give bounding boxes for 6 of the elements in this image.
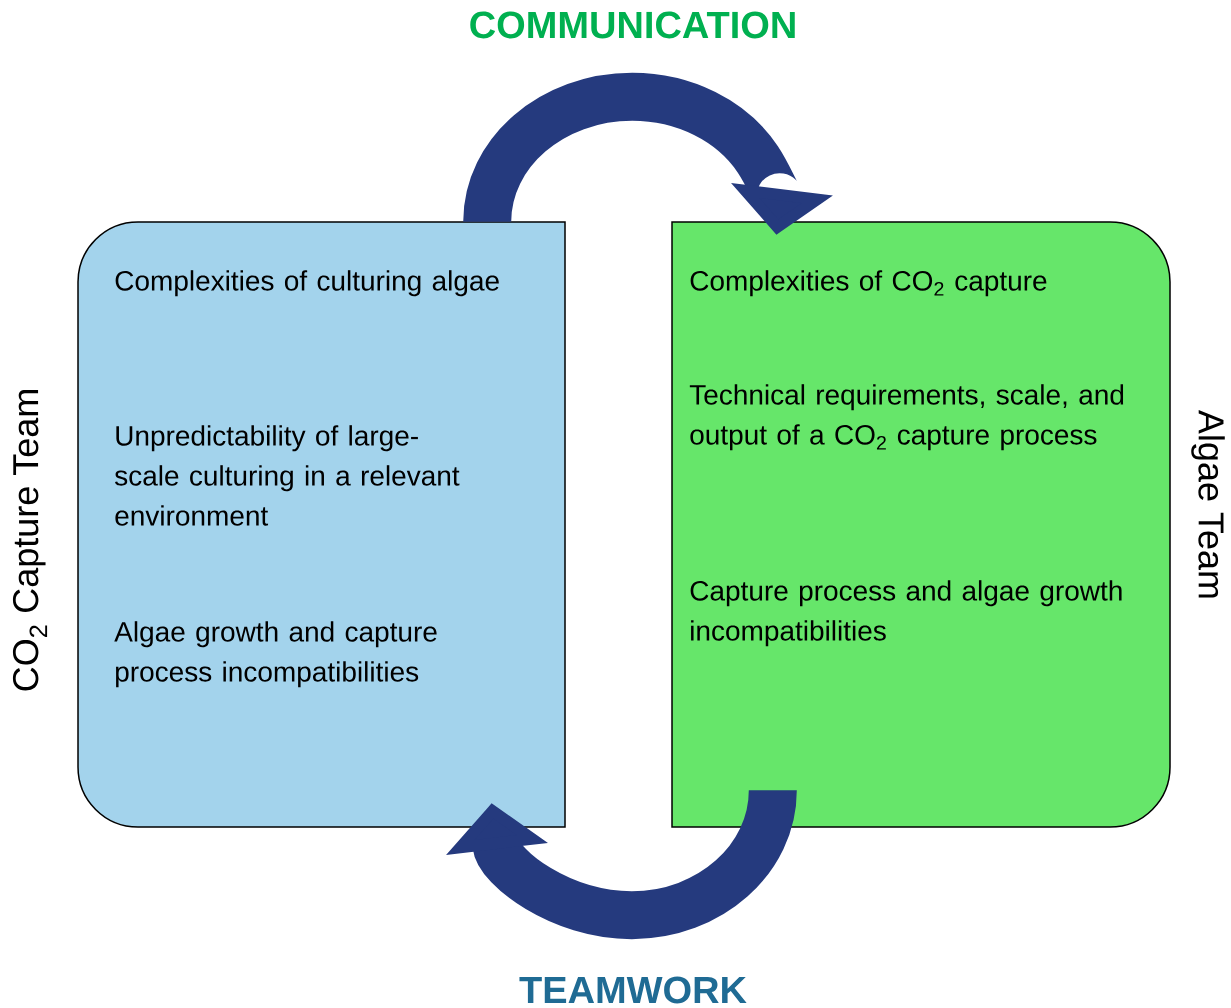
- edge-label: COMMUNICATION: [470, 11, 795, 39]
- team-box: Complexities of CO$_{2}$ capture Technical requirements, scale, and output of a CO$_{2}$ capture process Capture process and algae growth incompatibilities: [671, 221, 1171, 828]
- team-label: CO$_{2}$ Capture Team: [12, 390, 48, 691]
- team-label: Algae Team: [1191, 410, 1225, 598]
- edge-label: TEAMWORK: [519, 976, 747, 1004]
- team-box: Complexities of culturing algae Unpredictability of large-scale culturing in a relevant environment Algae growth and capture process incompatibilities: [77, 221, 566, 828]
